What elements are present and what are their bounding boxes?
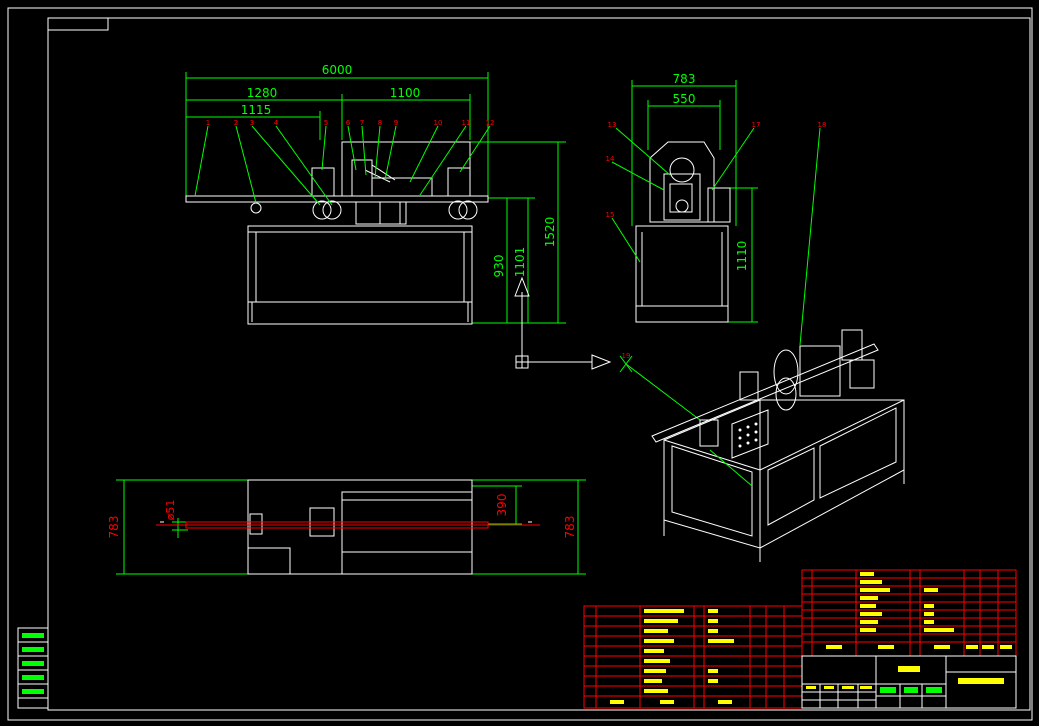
front-view: 6000 1280 1100 1115 930 1101 1520 (185, 63, 566, 325)
dim-front-right: 1100 (390, 86, 421, 100)
balloon-front-7: 7 (360, 119, 364, 127)
balloon-front-11: 11 (462, 119, 471, 127)
dim-front-inner: 1115 (241, 103, 272, 117)
balloon-front-5: 5 (324, 119, 328, 127)
balloon-front-9: 9 (394, 119, 398, 127)
balloon-side-15: 15 (606, 211, 615, 219)
dim-front-height-table: 930 (492, 255, 506, 278)
balloon-side-14: 14 (606, 155, 615, 163)
balloon-front-3: 3 (250, 119, 254, 127)
parts-list-lower-text (610, 609, 734, 704)
balloon-side-18: 18 (818, 121, 827, 129)
parts-list-upper-text (826, 572, 1012, 649)
dim-side-width-inner: 550 (673, 92, 696, 106)
balloon-side-13: 13 (608, 121, 617, 129)
dim-plan-width-left: 783 (107, 516, 121, 539)
plan-view: 783 783 390 ø51 (107, 479, 586, 575)
dim-front-height-total: 1520 (543, 217, 557, 248)
left-revision-strip (17, 627, 49, 709)
dim-side-height: 1110 (735, 241, 749, 272)
dim-plan-width-right: 783 (563, 516, 577, 539)
dim-front-left: 1280 (247, 86, 278, 100)
ucs-icon (514, 276, 612, 370)
sheet-border (7, 7, 1033, 721)
dim-plan-diameter: ø51 (164, 500, 177, 521)
dim-plan-inner: 390 (495, 494, 509, 517)
balloon-front-1: 1 (206, 119, 210, 127)
title-block (801, 655, 1017, 709)
balloon-front-4: 4 (274, 119, 279, 127)
balloon-front-6: 6 (346, 119, 351, 127)
balloon-side-17: 17 (752, 121, 761, 129)
title-block-green (880, 687, 942, 693)
title-block-text (806, 666, 1004, 689)
balloon-front-10: 10 (434, 119, 443, 127)
parts-list-lower (583, 605, 803, 709)
left-strip-fill (22, 633, 44, 694)
dim-front-height-mid: 1101 (513, 247, 527, 278)
balloon-front-12: 12 (486, 119, 495, 127)
parts-list-upper (801, 569, 1017, 657)
balloon-iso-19: 19 (622, 352, 631, 360)
balloon-front-8: 8 (378, 119, 382, 127)
balloon-front-2: 2 (234, 119, 238, 127)
dim-front-total: 6000 (322, 63, 353, 77)
side-view: 783 550 1110 13 14 15 17 18 (606, 72, 827, 346)
isometric-view: 19 (619, 329, 905, 562)
dim-side-width-outer: 783 (673, 72, 696, 86)
